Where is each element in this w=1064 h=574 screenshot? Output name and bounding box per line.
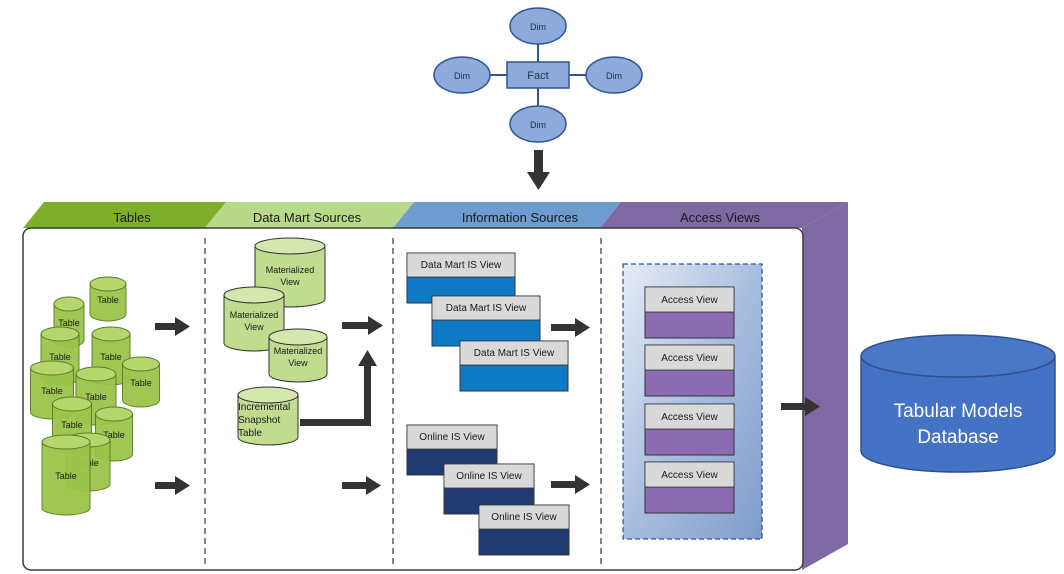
database-icon (860, 334, 1056, 473)
data-mart-is-view: Data Mart IS View (459, 340, 569, 392)
access-view: Access View (644, 344, 735, 397)
fact-label: Fact (527, 70, 548, 82)
mv-label-line2: View (280, 277, 300, 287)
header-band-data-mart (205, 202, 414, 228)
snapshot-label-line2: Snapshot (238, 415, 280, 426)
database-label-line1: Tabular Models (894, 401, 1023, 422)
access-view-label: Access View (661, 470, 718, 481)
table-label: Table (97, 295, 119, 305)
star-schema: Dim Dim Dim Dim Fact (433, 7, 643, 143)
dim-node-bottom (509, 105, 567, 143)
mv-label-line2: View (244, 322, 264, 332)
dim-label-right: Dim (606, 71, 622, 81)
database-label-line2: Database (917, 427, 998, 448)
table-label: Table (58, 318, 80, 328)
arrow-down-icon (527, 150, 550, 190)
arrow-right-icon (551, 318, 590, 337)
arrow-right-icon (155, 476, 190, 495)
access-view: Access View (644, 286, 735, 339)
online-is-view-label: Online IS View (419, 432, 485, 443)
materialized-view-cylinder (268, 328, 328, 383)
access-view-label: Access View (661, 353, 718, 364)
table-cylinder: Table (122, 356, 160, 408)
dim-node-right (585, 56, 643, 94)
table-cylinder: Table (89, 276, 127, 322)
table-label: Table (55, 471, 77, 481)
online-is-view-label: Online IS View (456, 471, 522, 482)
arrow-elbow-icon (300, 350, 377, 426)
arrow-right-icon (781, 397, 820, 416)
section-title-information: Information Sources (462, 210, 579, 225)
mv-label-line2: View (288, 358, 308, 368)
data-mart-is-view-label: Data Mart IS View (421, 260, 502, 271)
section-title-tables: Tables (113, 210, 151, 225)
data-mart-is-view-label: Data Mart IS View (474, 348, 555, 359)
arrow-right-icon (551, 475, 590, 494)
header-band-tables (23, 202, 226, 228)
header-band-access (600, 202, 848, 228)
dim-label-left: Dim (454, 71, 470, 81)
dim-node-left (433, 56, 491, 94)
access-view: Access View (644, 461, 735, 514)
dim-label-bottom: Dim (530, 120, 546, 130)
table-label: Table (85, 392, 107, 402)
table-label: Table (41, 386, 63, 396)
online-is-view-label: Online IS View (491, 512, 557, 523)
data-mart-is-view: Data Mart IS View (431, 295, 541, 347)
online-is-view: Online IS View (478, 504, 570, 556)
access-view-label: Access View (661, 412, 718, 423)
snapshot-cylinder (237, 386, 299, 446)
front-panel (22, 227, 804, 571)
arrow-right-icon (342, 316, 383, 335)
box-side (802, 202, 848, 570)
access-view: Access View (644, 403, 735, 456)
outer-box (22, 202, 848, 571)
table-label: Table (49, 352, 71, 362)
data-mart-is-view-label: Data Mart IS View (446, 303, 527, 314)
flow-arrows (155, 316, 820, 495)
mv-label-line1: Materialized (230, 310, 279, 320)
section-title-data-mart: Data Mart Sources (253, 210, 362, 225)
mv-label-line1: Materialized (274, 346, 323, 356)
table-label: Table (103, 430, 125, 440)
table-cylinder: Table (41, 434, 91, 516)
snapshot-label-line3: Table (238, 428, 262, 439)
data-mart-sources: Materialized View Materialized View Mate… (223, 237, 328, 446)
header-band-information (393, 202, 621, 228)
section-title-access: Access Views (680, 210, 760, 225)
table-label: Table (61, 420, 83, 430)
table-label: Table (100, 352, 122, 362)
table-label: Table (130, 378, 152, 388)
snapshot-label-line1: Incremental (238, 402, 290, 413)
arrow-right-icon (155, 317, 190, 336)
fact-node (506, 61, 570, 89)
dim-label-top: Dim (530, 22, 546, 32)
mv-label-line1: Materialized (266, 265, 315, 275)
access-view-label: Access View (661, 295, 718, 306)
arrow-right-icon (342, 476, 381, 495)
dim-node-top (509, 7, 567, 45)
